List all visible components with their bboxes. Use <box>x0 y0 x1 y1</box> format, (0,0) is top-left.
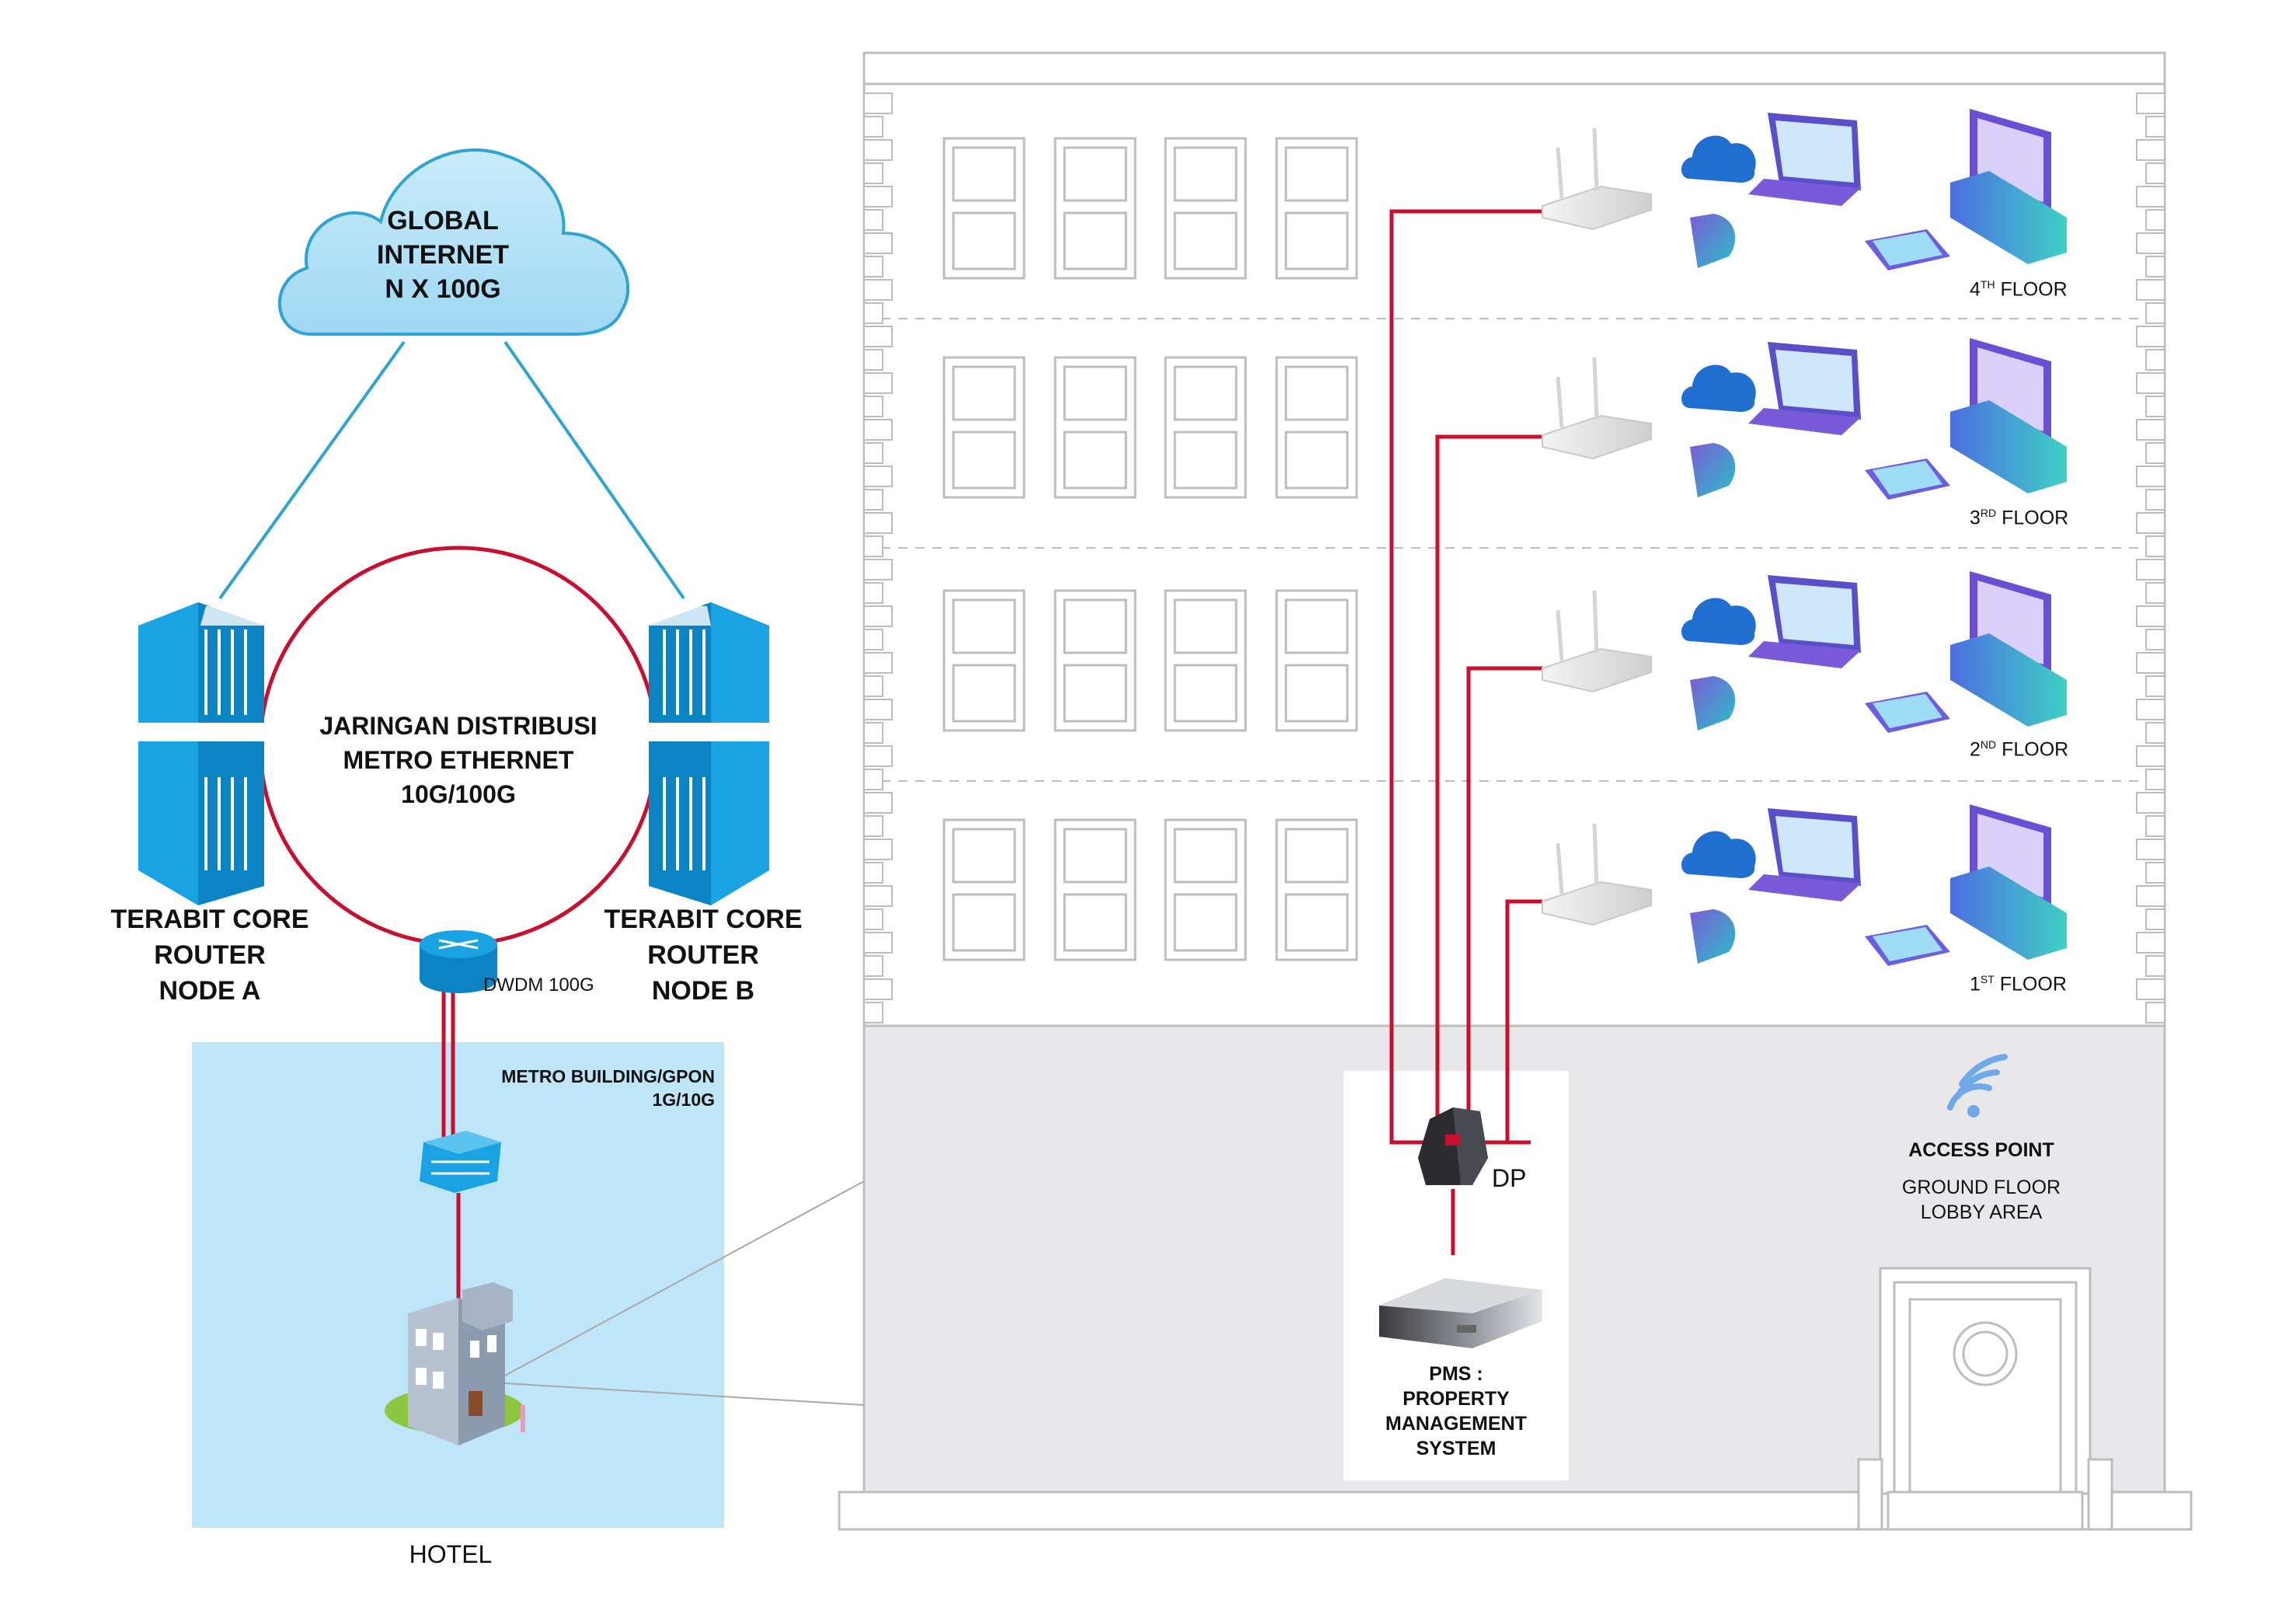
pms-server-icon <box>1379 1278 1542 1348</box>
tablet-icon <box>1865 925 1950 966</box>
floor-devices <box>1542 109 2067 966</box>
ring-label-line1: JARINGAN DISTRIBUSI <box>319 712 598 740</box>
monitor-icon <box>1950 804 2067 960</box>
core-router-a-icon <box>138 602 264 905</box>
floor-1-label: 1ST FLOOR <box>1970 973 2067 996</box>
laptop-icon <box>1748 113 1861 206</box>
building-quoins <box>863 92 2165 1023</box>
router-b-line3: NODE B <box>651 976 755 1006</box>
tablet-icon <box>1865 229 1950 270</box>
cloud-label-line2: INTERNET <box>377 240 509 270</box>
tablet-icon <box>1865 692 1950 733</box>
router-a-label: TERABIT CORE ROUTER NODE A <box>93 901 326 1009</box>
floor-device-group <box>1542 571 2067 733</box>
floor-2-sup: ND <box>1980 738 1997 751</box>
access-point-desc: GROUND FLOOR LOBBY AREA <box>1865 1175 2098 1225</box>
pms-line1: PMS : <box>1429 1363 1483 1385</box>
ring-label-line3: 10G/100G <box>401 780 516 808</box>
wifi-router-icon <box>1542 127 1652 231</box>
tablet-icon <box>1865 459 1950 500</box>
router-b-line2: ROUTER <box>647 940 759 970</box>
cloud-label: GLOBAL INTERNET N X 100G <box>365 204 521 306</box>
wifi-router-icon <box>1542 590 1652 693</box>
floor-3-num: 3 <box>1970 507 1981 529</box>
floor-4-label: 4TH FLOOR <box>1970 278 2068 301</box>
lobby-door <box>1857 1267 2113 1531</box>
core-router-b-icon <box>649 602 769 905</box>
floor-3-word: FLOOR <box>2002 507 2069 529</box>
wifi-badge-icon <box>1690 676 1736 731</box>
access-point-title: ACCESS POINT <box>1908 1139 2054 1161</box>
floor-4-word: FLOOR <box>2000 278 2068 301</box>
floor-2-num: 2 <box>1970 738 1981 761</box>
floor-1-sup: ST <box>1980 973 1995 985</box>
wifi-router-icon <box>1542 823 1652 926</box>
floor-2-word: FLOOR <box>2002 738 2069 761</box>
hotel-building-icon <box>385 1282 525 1445</box>
cloud-label-line3: N X 100G <box>385 274 501 304</box>
router-a-line1: TERABIT CORE <box>110 905 309 934</box>
floor-3-sup: RD <box>1980 507 1997 519</box>
metro-label: METRO BUILDING/GPON 1G/10G <box>458 1065 715 1111</box>
floor-4-sup: TH <box>1980 278 1995 291</box>
zoom-lines <box>504 1180 865 1406</box>
hotel-links <box>441 975 461 1313</box>
dp-device-icon <box>1418 1107 1488 1185</box>
floor-2-label: 2ND FLOOR <box>1970 738 2068 761</box>
floor-device-group <box>1542 804 2067 966</box>
wifi-badge-icon <box>1690 909 1736 964</box>
dwdm-label: DWDM 100G <box>483 975 594 996</box>
pms-label: PMS : PROPERTY MANAGEMENT SYSTEM <box>1343 1362 1569 1461</box>
floor-1-word: FLOOR <box>1999 973 2067 996</box>
floor-4-num: 4 <box>1970 278 1981 301</box>
laptop-icon <box>1748 342 1861 435</box>
wifi-badge-icon <box>1690 214 1736 268</box>
pms-line4: SYSTEM <box>1416 1438 1496 1459</box>
router-a-line3: NODE A <box>159 976 261 1006</box>
pms-line3: MANAGEMENT <box>1385 1413 1527 1435</box>
metro-label-line1: METRO BUILDING/GPON <box>501 1066 715 1086</box>
cloud-service-icon <box>1681 135 1756 183</box>
monitor-icon <box>1950 338 2067 493</box>
dwdm-router-icon <box>420 930 497 993</box>
floor-device-group <box>1542 338 2067 500</box>
cloud-service-icon <box>1681 831 1756 878</box>
cloud-icon <box>278 148 630 336</box>
router-a-line2: ROUTER <box>154 940 266 970</box>
laptop-icon <box>1748 808 1861 901</box>
lobby-wifi-icon <box>1947 1054 2008 1118</box>
access-point-line2: LOBBY AREA <box>1920 1201 2043 1223</box>
monitor-icon <box>1950 571 2067 727</box>
dp-label: DP <box>1492 1164 1527 1192</box>
cloud-service-icon <box>1681 598 1756 645</box>
ring-label: JARINGAN DISTRIBUSI METRO ETHERNET 10G/1… <box>272 709 645 811</box>
laptop-icon <box>1748 575 1861 668</box>
floor-1-num: 1 <box>1970 973 1981 996</box>
wifi-router-icon <box>1542 357 1652 460</box>
cloud-label-line1: GLOBAL <box>387 206 499 235</box>
hotel-label: HOTEL <box>409 1540 493 1568</box>
pms-line2: PROPERTY <box>1402 1388 1510 1410</box>
cloud-links <box>218 340 685 600</box>
floor-device-group <box>1542 109 2067 270</box>
wifi-badge-icon <box>1690 443 1736 497</box>
router-b-line1: TERABIT CORE <box>604 905 803 934</box>
access-point-line1: GROUND FLOOR <box>1901 1177 2061 1198</box>
metro-label-line2: 1G/10G <box>652 1090 715 1110</box>
gpon-switch-icon <box>420 1131 501 1193</box>
router-b-label: TERABIT CORE ROUTER NODE B <box>587 901 820 1009</box>
ring-label-line2: METRO ETHERNET <box>343 746 574 774</box>
cloud-service-icon <box>1681 364 1756 412</box>
building-windows <box>942 137 1358 961</box>
monitor-icon <box>1950 109 2067 264</box>
floor-3-label: 3RD FLOOR <box>1970 507 2068 529</box>
